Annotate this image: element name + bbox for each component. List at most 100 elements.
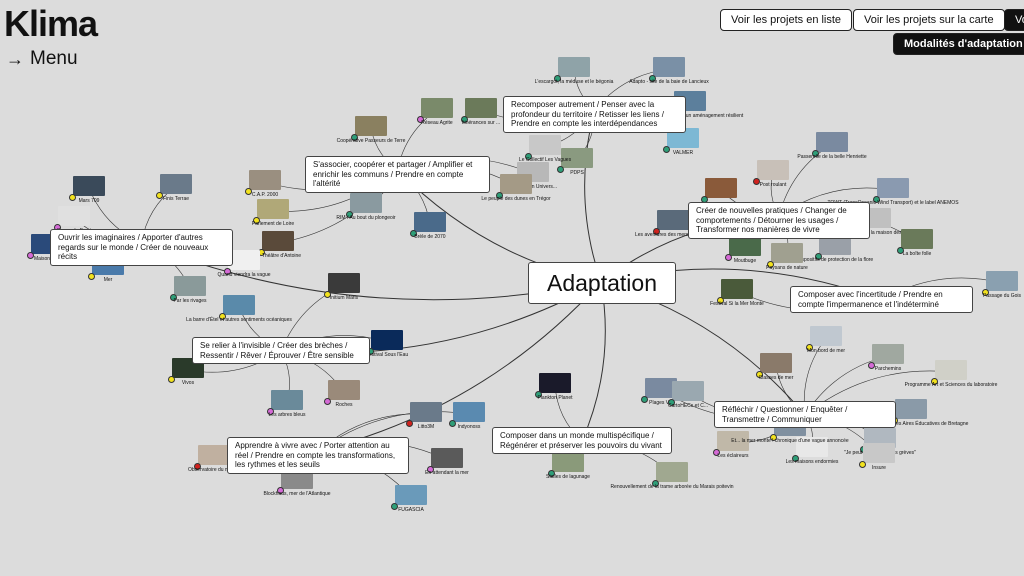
category-node[interactable]: Composer dans un monde multispécifique /… bbox=[492, 427, 672, 454]
project-thumbnail bbox=[757, 160, 789, 180]
status-dot-icon bbox=[88, 273, 95, 280]
project-node[interactable]: Mon bord de mer bbox=[806, 326, 845, 354]
project-node[interactable]: Les refuges de mer et la maison des goém… bbox=[821, 208, 929, 236]
project-thumbnail bbox=[539, 373, 571, 393]
project-node[interactable]: Mer bbox=[88, 255, 124, 283]
project-node[interactable]: Indyonoss bbox=[449, 402, 485, 430]
project-thumbnail bbox=[328, 380, 360, 400]
view-button[interactable]: Voir bbox=[1004, 9, 1024, 31]
status-dot-icon bbox=[717, 297, 724, 304]
center-node[interactable]: Adaptation bbox=[528, 262, 676, 304]
project-node[interactable]: RIM / Au bout du plongeoir bbox=[336, 193, 396, 221]
project-node[interactable]: Association Univers... bbox=[509, 162, 557, 190]
category-node[interactable]: Créer de nouvelles pratiques / Changer d… bbox=[688, 202, 870, 239]
project-node[interactable]: Carnets, laboratoire d'un aménagement ré… bbox=[637, 91, 743, 119]
project-node[interactable]: Les arbres bleus bbox=[267, 390, 305, 418]
project-node[interactable]: Stalles de lagunage bbox=[546, 452, 590, 480]
category-node[interactable]: Composer avec l'incertitude / Prendre en… bbox=[790, 286, 973, 313]
project-thumbnail bbox=[198, 445, 230, 465]
project-label: Plankton Planet bbox=[537, 395, 573, 401]
project-node[interactable] bbox=[701, 178, 737, 203]
adaptation-modes-button[interactable]: Modalités d'adaptation bbox=[893, 33, 1024, 55]
category-node[interactable]: Apprendre à vivre avec / Porter attentio… bbox=[227, 437, 409, 474]
project-node[interactable]: Moutbuge bbox=[725, 236, 761, 264]
center-label: Adaptation bbox=[547, 269, 657, 296]
project-node[interactable]: FUGASCIA bbox=[391, 485, 427, 513]
project-node[interactable]: TOWT (TransOceanic Wind Transport) et le… bbox=[827, 178, 959, 206]
project-node[interactable]: Litto3M bbox=[406, 402, 442, 430]
project-thumbnail bbox=[174, 276, 206, 296]
project-node[interactable]: Les éclaireurs bbox=[713, 431, 749, 459]
project-label: Paysans de nature bbox=[766, 265, 808, 271]
status-dot-icon bbox=[406, 420, 413, 427]
project-thumbnail bbox=[431, 448, 463, 468]
project-node[interactable]: Paysans de nature bbox=[766, 243, 808, 271]
project-node[interactable]: Finis Terrae bbox=[156, 174, 192, 202]
project-node[interactable]: Insure bbox=[859, 443, 895, 471]
project-node[interactable]: Classes de mer bbox=[756, 353, 793, 381]
category-node[interactable]: Réfléchir / Questionner / Enquêter / Tra… bbox=[714, 401, 896, 428]
project-label: Moutbuge bbox=[733, 258, 757, 264]
project-label: Roches bbox=[335, 402, 353, 408]
project-node[interactable]: Le Collectif Les Vagues bbox=[519, 135, 571, 163]
project-node[interactable]: Les aventures des mers de l'ouest bbox=[635, 210, 711, 238]
list-view-button[interactable]: Voir les projets en liste bbox=[720, 9, 853, 31]
status-dot-icon bbox=[653, 228, 660, 235]
project-label: Adapto - site de la baie de Lancieux bbox=[629, 79, 709, 85]
project-node[interactable]: Réseau Agrite bbox=[417, 98, 453, 126]
project-node[interactable]: CartoHECs et C... bbox=[668, 381, 708, 409]
project-node[interactable]: La boîte folle bbox=[897, 229, 933, 257]
project-node[interactable]: Observatoire du marais bbox=[188, 445, 240, 473]
project-label: Par les rivages bbox=[173, 298, 207, 304]
project-node[interactable]: Passage du Gois bbox=[982, 271, 1021, 299]
project-node[interactable]: Plankton Planet bbox=[535, 373, 573, 401]
project-node[interactable]: Programme Art et Sciences du laboratoire bbox=[905, 360, 997, 388]
project-node[interactable]: Le peuple des dunes en Trégor bbox=[481, 174, 551, 202]
project-node[interactable]: Parlement de Loire bbox=[252, 199, 294, 227]
project-node[interactable]: Réseau Régional des Aires Éducatives de … bbox=[854, 399, 968, 427]
project-node[interactable]: Plages V... bbox=[641, 378, 677, 406]
category-node[interactable]: Recomposer autrement / Penser avec la pr… bbox=[503, 96, 686, 133]
project-node[interactable]: VALMER bbox=[663, 128, 699, 156]
project-node[interactable]: Initium Maris bbox=[324, 273, 360, 301]
project-node[interactable]: La barre d'Étel et autres sentiments océ… bbox=[186, 295, 292, 323]
map-view-button[interactable]: Voir les projets sur la carte bbox=[853, 9, 1005, 31]
category-node[interactable]: Ouvrir les imaginaires / Apporter d'autr… bbox=[50, 229, 233, 266]
project-node[interactable]: Roches bbox=[324, 380, 360, 408]
project-node[interactable]: Festival Sous l'Eau bbox=[366, 330, 408, 358]
project-node[interactable]: Canon de Brest bbox=[54, 206, 91, 234]
project-node[interactable]: Vivos bbox=[168, 358, 204, 386]
project-node[interactable]: C.A.P. 2000 bbox=[245, 170, 281, 198]
project-node[interactable]: Et... la mer monte ! chronique d'une vag… bbox=[731, 416, 849, 444]
project-node[interactable]: Passerelle de la belle Henriette bbox=[797, 132, 867, 160]
project-node[interactable]: Les maisons endormies bbox=[786, 437, 838, 465]
project-node[interactable]: Mars 709 bbox=[69, 176, 105, 204]
project-node[interactable]: Festival Si la Mer Monte bbox=[710, 279, 764, 307]
project-thumbnail bbox=[705, 178, 737, 198]
project-node[interactable]: Post roulant bbox=[753, 160, 789, 188]
project-node[interactable]: PDPS bbox=[557, 148, 593, 176]
project-node[interactable]: Le Théâtre d'Antoine bbox=[255, 231, 301, 259]
category-node[interactable]: Se relier à l'invisible / Créer des brèc… bbox=[192, 337, 370, 364]
project-node[interactable]: Brèle de 2070 bbox=[410, 212, 446, 240]
project-node[interactable]: L'escargot, la méduse et le bégonia bbox=[535, 57, 613, 85]
project-thumbnail bbox=[395, 485, 427, 505]
project-node[interactable]: Quand viendra la vague bbox=[217, 250, 271, 278]
menu-button[interactable]: → Menu bbox=[6, 48, 78, 70]
project-node[interactable]: Renouvellement de la trame arborée du Ma… bbox=[610, 462, 734, 490]
project-label: Classes de mer bbox=[758, 375, 794, 381]
project-node[interactable]: Itinérances sur ... bbox=[461, 98, 500, 126]
project-node[interactable]: Coopérative Passeurs de Terre bbox=[337, 116, 405, 144]
project-node[interactable]: Par les rivages bbox=[170, 276, 207, 304]
project-node[interactable]: Parchemins bbox=[868, 344, 904, 372]
project-node[interactable]: En attendant la mer bbox=[425, 448, 469, 476]
project-thumbnail bbox=[371, 330, 403, 350]
project-label: Les éclaireurs bbox=[717, 453, 749, 459]
brand-logo[interactable]: Klima bbox=[4, 3, 98, 44]
category-node[interactable]: S'associer, coopérer et partager / Ampli… bbox=[305, 156, 490, 193]
project-node[interactable]: Blockhaus, mer de l'Atlantique bbox=[263, 469, 331, 497]
project-node[interactable]: Adapto - site de la baie de Lancieux bbox=[629, 57, 709, 85]
project-label: Parlement de Loire bbox=[251, 221, 295, 227]
project-node[interactable]: Dispositifs de protection de la flore bbox=[797, 235, 873, 263]
